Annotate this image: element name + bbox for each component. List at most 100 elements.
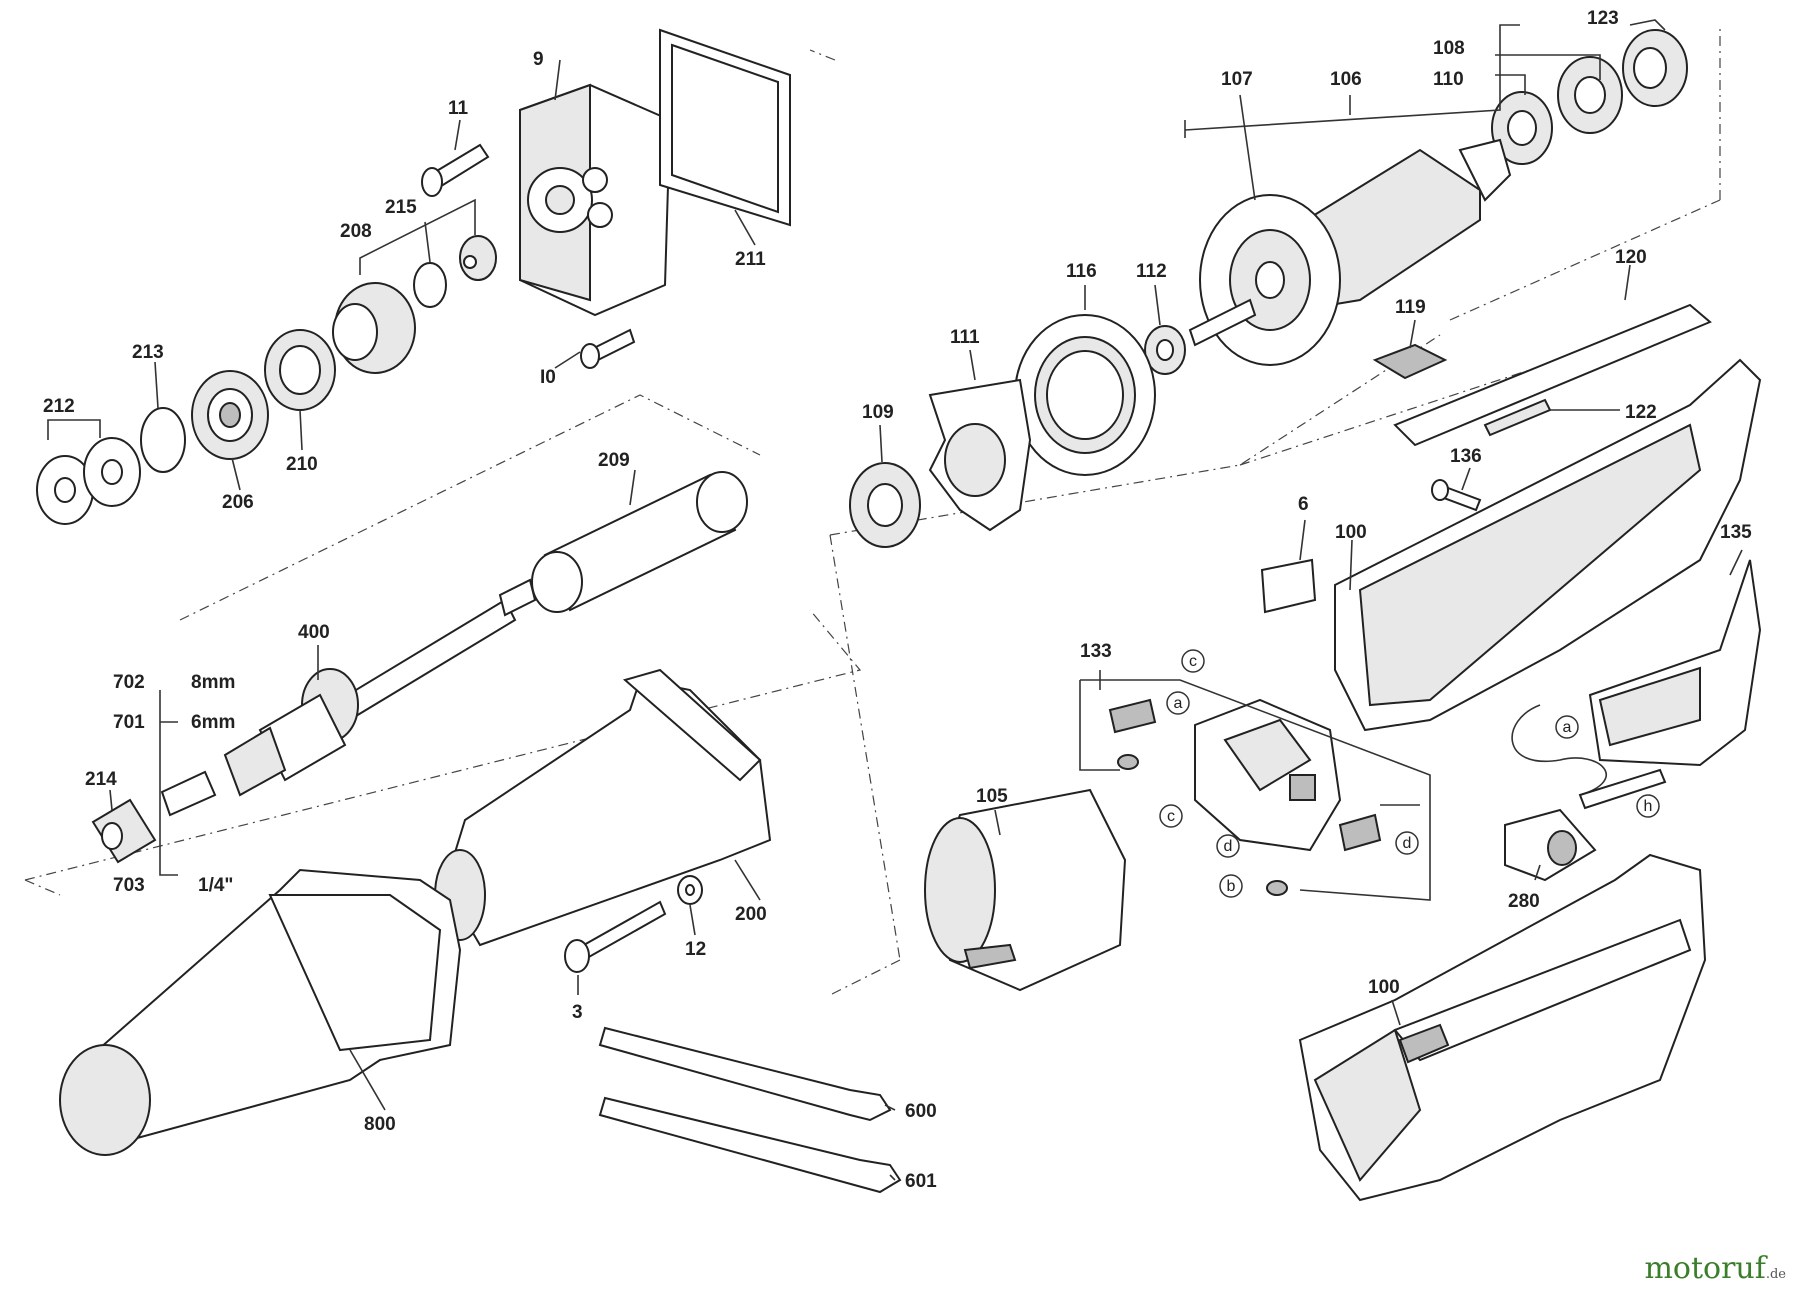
callout-d-right: d xyxy=(1395,831,1419,855)
callout-c-top: c xyxy=(1181,649,1205,673)
label-119: 119 xyxy=(1395,297,1426,318)
spindle-400 xyxy=(223,578,537,797)
part-labels: 9 11 211 215 208 I0 213 212 206 210 209 … xyxy=(43,8,1752,1192)
bearing-112 xyxy=(1144,325,1186,375)
label-200: 200 xyxy=(735,904,767,925)
label-135: 135 xyxy=(1720,522,1752,543)
label-107: 107 xyxy=(1221,69,1253,90)
label-12: 12 xyxy=(685,939,706,960)
screw-3 xyxy=(564,900,667,973)
svg-text:c: c xyxy=(1189,653,1197,670)
callout-a-top: a xyxy=(1166,691,1190,715)
label-9: 9 xyxy=(533,49,544,70)
callout-a-right: a xyxy=(1555,715,1579,739)
label-110: 110 xyxy=(1433,69,1464,90)
wrench-600 xyxy=(598,1026,892,1122)
label-120: 120 xyxy=(1615,247,1647,268)
label-108: 108 xyxy=(1433,38,1465,59)
brushes xyxy=(1108,698,1382,852)
label-6: 6 xyxy=(1298,494,1309,515)
sleeve-209 xyxy=(531,471,748,613)
label-112: 112 xyxy=(1136,261,1167,282)
label-3: 3 xyxy=(572,1002,583,1023)
plate-111 xyxy=(928,378,1032,532)
pinion-215 xyxy=(459,235,497,281)
lock-washers-212 xyxy=(36,437,141,525)
label-8mm: 8mm xyxy=(191,672,235,693)
label-6 xyxy=(1260,558,1317,614)
bearing-109 xyxy=(849,462,921,548)
label-800: 800 xyxy=(364,1114,396,1135)
switch-bar-120 xyxy=(1393,303,1712,447)
label-600: 600 xyxy=(905,1101,937,1122)
label-136: 136 xyxy=(1450,446,1482,467)
label-280: 280 xyxy=(1508,891,1540,912)
housing-half-100-top xyxy=(1334,358,1762,732)
bearing-108 xyxy=(1557,56,1623,134)
svg-text:c: c xyxy=(1167,808,1175,825)
gear-housing-9 xyxy=(519,83,672,317)
label-215: 215 xyxy=(385,197,417,218)
screw-11 xyxy=(421,143,490,197)
gear-208 xyxy=(332,282,416,374)
watermark-brand: motoruf.de xyxy=(1644,1251,1786,1286)
label-111: 111 xyxy=(950,327,980,348)
screw-10 xyxy=(580,328,636,369)
housing-200 xyxy=(434,668,772,947)
label-105: 105 xyxy=(976,786,1008,807)
label-702: 702 xyxy=(113,672,145,693)
label-208: 208 xyxy=(340,221,372,242)
ring-208 xyxy=(413,262,447,308)
label-703: 703 xyxy=(113,875,145,896)
label-210: 210 xyxy=(286,454,318,475)
bearing-123 xyxy=(1622,29,1688,107)
label-100-bottom: 100 xyxy=(1368,977,1400,998)
label-214: 214 xyxy=(85,769,117,790)
svg-text:d: d xyxy=(1224,838,1233,855)
bearing-206 xyxy=(191,370,269,460)
svg-text:d: d xyxy=(1403,835,1412,852)
circlip-213 xyxy=(140,407,186,473)
label-quarter-inch: 1/4" xyxy=(198,875,233,896)
label-601: 601 xyxy=(905,1171,937,1192)
label-109: 109 xyxy=(862,402,894,423)
baffle-116 xyxy=(1014,314,1156,476)
label-122: 122 xyxy=(1625,402,1657,423)
brush-holder-133 xyxy=(1194,698,1342,852)
cover-800 xyxy=(59,868,462,1156)
label-213: 213 xyxy=(132,342,164,363)
field-105 xyxy=(924,788,1127,992)
label-116: 116 xyxy=(1066,261,1097,282)
label-10: I0 xyxy=(540,367,556,388)
label-400: 400 xyxy=(298,622,330,643)
wrench-601 xyxy=(598,1096,902,1194)
switch-280 xyxy=(1504,808,1597,882)
label-11: 11 xyxy=(448,98,469,119)
label-123: 123 xyxy=(1587,8,1619,29)
wiring-callouts: c a c d b d a h xyxy=(1159,649,1660,898)
label-701: 701 xyxy=(113,712,145,733)
callout-b: b xyxy=(1219,874,1243,898)
svg-text:a: a xyxy=(1563,719,1572,736)
svg-text:h: h xyxy=(1644,798,1653,815)
callout-h: h xyxy=(1636,794,1660,818)
label-212: 212 xyxy=(43,396,75,417)
battery-holder-135 xyxy=(1588,559,1762,767)
gasket-211 xyxy=(659,28,791,227)
housing-half-100-bottom xyxy=(1298,853,1707,1202)
label-100-top: 100 xyxy=(1335,522,1367,543)
label-106: 106 xyxy=(1330,69,1362,90)
collet-701 xyxy=(160,770,217,817)
label-6mm: 6mm xyxy=(191,712,235,733)
label-133: 133 xyxy=(1080,641,1112,662)
callout-d-left: d xyxy=(1216,834,1240,858)
washer-12 xyxy=(677,875,703,905)
lead-wire xyxy=(1511,704,1667,810)
svg-text:a: a xyxy=(1174,695,1183,712)
label-206: 206 xyxy=(222,492,254,513)
label-211: 211 xyxy=(735,249,766,270)
bearing-210 xyxy=(264,329,336,411)
switch-button-119 xyxy=(1372,343,1448,380)
brand-suffix: .de xyxy=(1765,1267,1786,1282)
callout-c-mid: c xyxy=(1159,804,1183,828)
